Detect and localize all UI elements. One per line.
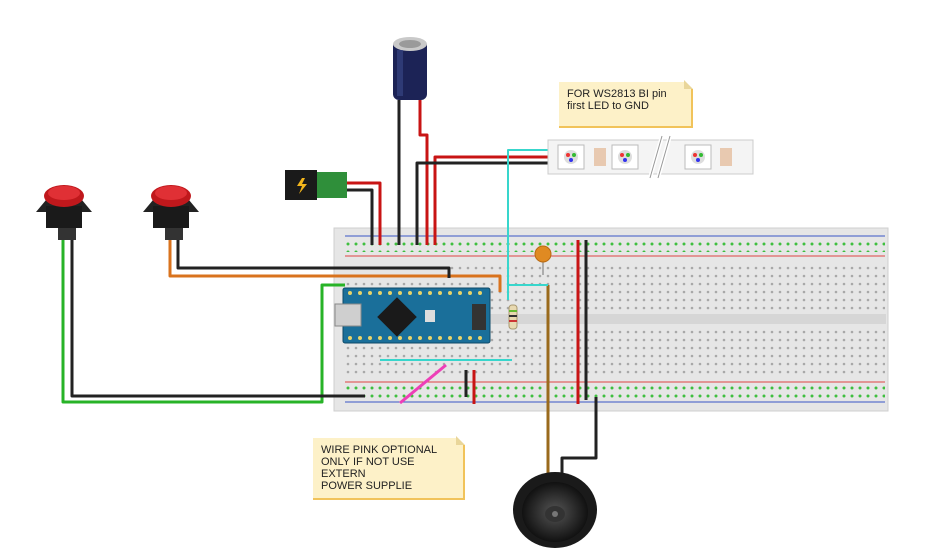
ws2813-note: FOR WS2813 BI pin first LED to GND — [559, 80, 693, 128]
wire-red-jack — [340, 181, 382, 245]
push-button-2 — [143, 185, 199, 240]
dc-barrel-jack — [285, 170, 347, 200]
wire-black-strip — [415, 161, 548, 245]
wire-red-strip — [433, 155, 548, 245]
ws2813-note-line2: first LED to GND — [567, 100, 649, 112]
pink-wire-note-line1: WIRE PINK OPTIONAL — [321, 444, 438, 456]
wire-black-speaker — [560, 397, 598, 480]
wire-cyan-strip — [507, 149, 548, 300]
wire-black-jack — [340, 188, 374, 245]
wires — [61, 100, 598, 480]
resistor — [508, 304, 518, 330]
ws2813-led-strip — [547, 135, 754, 179]
pink-wire-note: WIRE PINK OPTIONAL ONLY IF NOT USE EXTER… — [313, 436, 465, 500]
pink-wire-note-line3: POWER SUPPLIE — [321, 480, 413, 492]
pink-wire-note-line2: ONLY IF NOT USE EXTERN — [321, 456, 415, 480]
arduino-nano — [334, 287, 491, 344]
wire-orange-button — [168, 240, 502, 292]
push-button-1 — [36, 185, 92, 240]
ws2813-note-line1: FOR WS2813 BI pin — [567, 88, 667, 100]
ceramic-capacitor — [534, 245, 552, 275]
wire-red-cap — [418, 100, 429, 245]
wire-black-button — [70, 240, 365, 398]
electrolytic-capacitor — [393, 37, 427, 100]
speaker — [513, 472, 597, 548]
wire-pink-optional — [399, 363, 447, 405]
wire-black-button2 — [176, 240, 451, 278]
wire-green-button — [61, 240, 345, 404]
